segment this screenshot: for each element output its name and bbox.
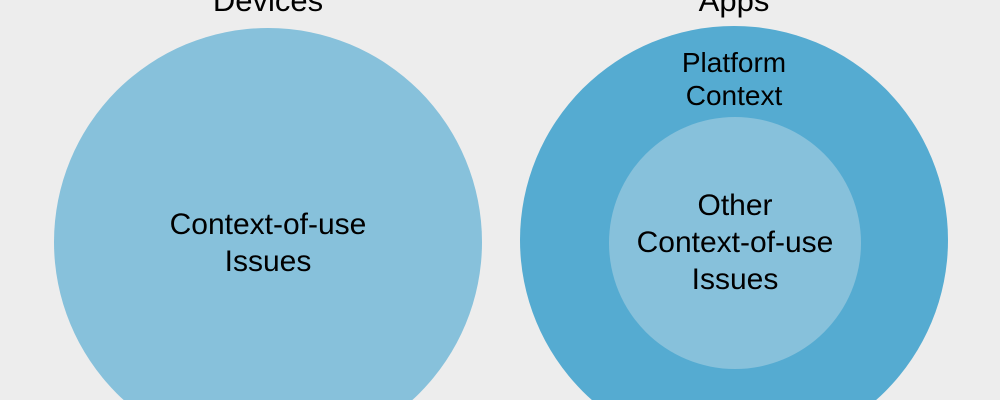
other-context-label: Other Context-of-use Issues — [609, 187, 861, 298]
devices-section-title: Devices — [212, 0, 324, 18]
platform-context-label-line2: Context — [685, 80, 783, 111]
platform-context-label-line1: Platform — [681, 47, 787, 78]
other-context-label-line1: Other — [697, 189, 773, 222]
apps-section-title: Apps — [698, 0, 770, 18]
devices-circle-label-line1: Context-of-use — [169, 208, 367, 241]
other-context-label-line3: Issues — [691, 263, 779, 296]
other-context-circle — [609, 117, 861, 369]
platform-context-label: Platform Context — [520, 46, 948, 112]
devices-circle-label-line2: Issues — [224, 245, 312, 278]
devices-circle-label: Context-of-use Issues — [54, 206, 482, 280]
devices-circle — [54, 28, 482, 400]
other-context-label-line2: Context-of-use — [636, 226, 834, 259]
